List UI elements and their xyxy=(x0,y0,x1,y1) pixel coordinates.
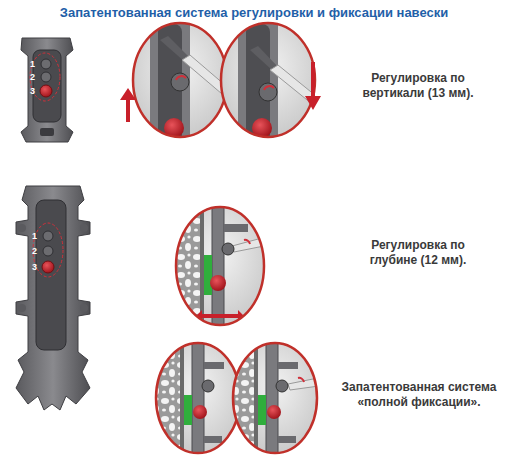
red-screw xyxy=(193,405,207,419)
feature-label: Регулировка по вертикали (13 мм). xyxy=(352,71,484,101)
diagram-title: Запатентованная система регулировки и фи… xyxy=(0,5,508,20)
hook xyxy=(224,224,248,232)
callout-number: 1 xyxy=(30,59,42,69)
zoom-fix-1 xyxy=(150,340,240,460)
callout-number: 2 xyxy=(32,246,44,256)
screw-head xyxy=(250,46,279,70)
bracket-slot xyxy=(33,50,61,122)
rotation-arrow xyxy=(176,76,186,80)
zoom-depth xyxy=(170,200,264,330)
green-spacer xyxy=(258,395,266,425)
callout-number: 3 xyxy=(30,86,42,96)
arrow-up xyxy=(120,88,136,122)
screwdriver xyxy=(270,65,327,112)
rotation-arrow xyxy=(298,378,304,382)
bracket-notch xyxy=(40,128,54,136)
highlight-outline xyxy=(33,223,63,277)
zoom-fix-2 xyxy=(226,340,319,460)
screw xyxy=(202,380,214,392)
bracket-small xyxy=(21,38,73,142)
hook xyxy=(204,436,222,443)
zoom-border xyxy=(233,343,317,453)
green-spacer xyxy=(184,395,192,425)
zoom-vertical-down xyxy=(221,20,327,150)
zoom-border xyxy=(176,207,264,325)
callout-number: 3 xyxy=(32,262,44,272)
screw xyxy=(171,73,189,91)
zoom-border xyxy=(156,343,240,453)
screw xyxy=(43,231,53,241)
perforated-panel xyxy=(170,200,200,330)
callout-number: 1 xyxy=(32,231,44,241)
tab-hole xyxy=(18,304,26,312)
red-screw xyxy=(40,85,52,97)
hook xyxy=(278,362,298,369)
red-screw xyxy=(267,405,281,419)
green-spacer xyxy=(204,255,212,295)
arrow-down xyxy=(305,62,321,110)
highlight-outline xyxy=(30,53,60,101)
bracket-plate xyxy=(16,186,90,410)
bracket-slot xyxy=(36,200,66,350)
screw xyxy=(41,59,51,69)
bracket-large xyxy=(16,186,90,410)
bracket-plate xyxy=(21,38,73,142)
screw xyxy=(259,83,277,101)
tab-hole xyxy=(80,304,88,312)
panel-edge xyxy=(180,340,184,460)
tab-hole xyxy=(80,224,88,232)
feature-label: Запатентованная система «полной фиксации… xyxy=(330,380,508,410)
feature-label: Регулировка по глубине (12 мм). xyxy=(352,238,484,268)
bracket-detail xyxy=(212,200,224,330)
screw xyxy=(43,246,53,256)
rotation-arrow xyxy=(244,240,250,244)
hook xyxy=(204,362,224,369)
screw xyxy=(41,72,51,82)
perforated-panel xyxy=(150,340,180,460)
zoom-border xyxy=(133,23,227,137)
red-screw xyxy=(210,275,226,291)
hook xyxy=(278,436,296,443)
bracket-detail xyxy=(266,340,278,460)
screw xyxy=(222,243,234,255)
red-screw xyxy=(42,261,54,273)
bracket-detail xyxy=(192,340,204,460)
panel-edge xyxy=(254,340,258,460)
screw xyxy=(276,380,288,392)
callout-number: 2 xyxy=(30,72,42,82)
rotation-arrow xyxy=(264,86,274,90)
zoom-border xyxy=(221,23,315,137)
tab-hole xyxy=(18,224,26,232)
